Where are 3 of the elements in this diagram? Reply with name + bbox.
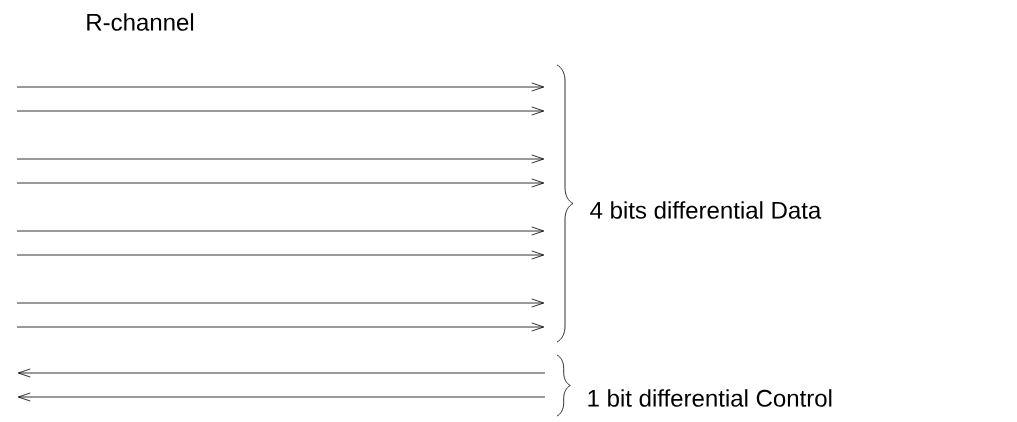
label: 1 bit differential Control: [588, 389, 832, 407]
label: 4 bits differential Data: [590, 201, 822, 219]
label: R-channel: [87, 13, 194, 31]
